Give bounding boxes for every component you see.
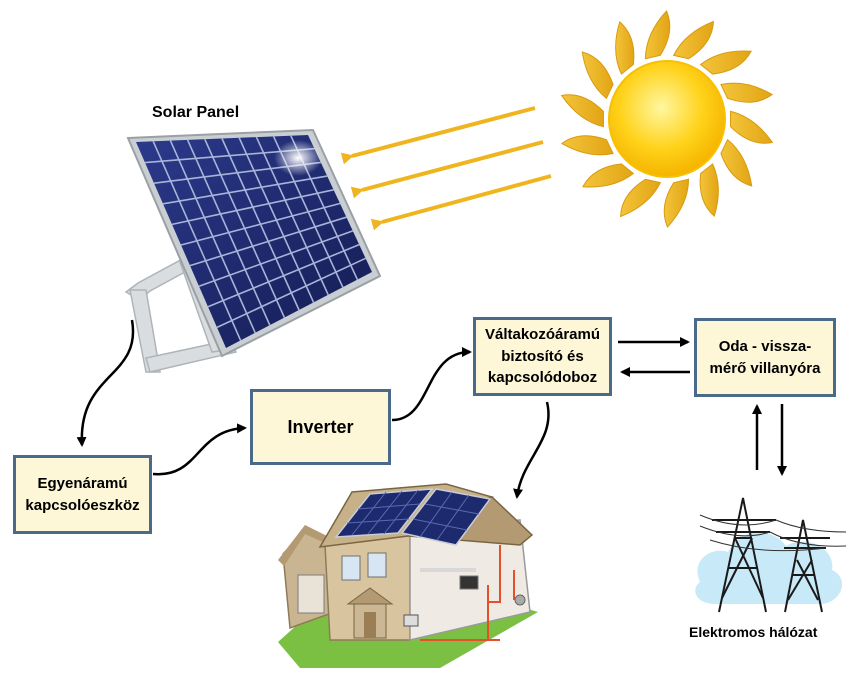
sun-ray bbox=[672, 20, 714, 60]
sun-ray bbox=[615, 21, 635, 75]
sun-ray bbox=[720, 138, 753, 187]
ac-breaker-label: Váltakozóáramú biztosító és kapcsolódobo… bbox=[484, 325, 601, 387]
sun-ray bbox=[581, 51, 614, 100]
grid-label: Elektromos hálózat bbox=[689, 624, 818, 640]
ac-breaker-box: Váltakozóáramú biztosító és kapcsolódobo… bbox=[473, 317, 612, 396]
sun-ray bbox=[644, 10, 671, 60]
sun-ray bbox=[699, 163, 719, 217]
panel-grid-line bbox=[162, 175, 328, 205]
meter-label: Oda - vissza- mérő villanyóra bbox=[709, 337, 821, 377]
sun-ray bbox=[730, 110, 774, 144]
inverter-label: Inverter bbox=[287, 416, 354, 437]
arrow-ac-to-house bbox=[513, 401, 550, 499]
house-icon bbox=[278, 483, 538, 668]
solar-panel-label: Solar Panel bbox=[152, 104, 240, 121]
arrow-dc-to-inverter bbox=[152, 423, 247, 476]
sun-ray bbox=[720, 82, 774, 103]
sun-ray bbox=[620, 178, 662, 218]
panel-grid-line bbox=[207, 243, 360, 308]
sun-icon bbox=[560, 10, 774, 228]
panel-grid-line bbox=[180, 202, 341, 246]
dc-switch-box: Egyenáramú kapcsolóeszköz bbox=[13, 455, 152, 534]
power-tower-icon bbox=[695, 497, 847, 613]
panel-grid-line bbox=[216, 257, 366, 329]
dc-switch-label: Egyenáramú kapcsolóeszköz bbox=[25, 474, 140, 514]
sun-ray bbox=[699, 50, 752, 75]
sun-ray-arrows bbox=[340, 106, 552, 231]
panel-grid-line bbox=[189, 216, 347, 267]
sun-ray bbox=[582, 163, 635, 188]
solar-panel-icon bbox=[124, 128, 382, 373]
sun-ray bbox=[560, 135, 614, 156]
inverter-box: Inverter bbox=[250, 389, 391, 465]
sun-ray bbox=[663, 178, 690, 228]
meter-box: Oda - vissza- mérő villanyóra bbox=[694, 318, 836, 397]
panel-grid-line bbox=[198, 230, 354, 287]
panel-grid-line bbox=[171, 189, 334, 226]
flow-arrows bbox=[76, 319, 787, 499]
sun-ray bbox=[560, 94, 604, 128]
arrow-panel-to-dc bbox=[76, 319, 135, 447]
arrow-inverter-to-ac bbox=[391, 347, 472, 422]
